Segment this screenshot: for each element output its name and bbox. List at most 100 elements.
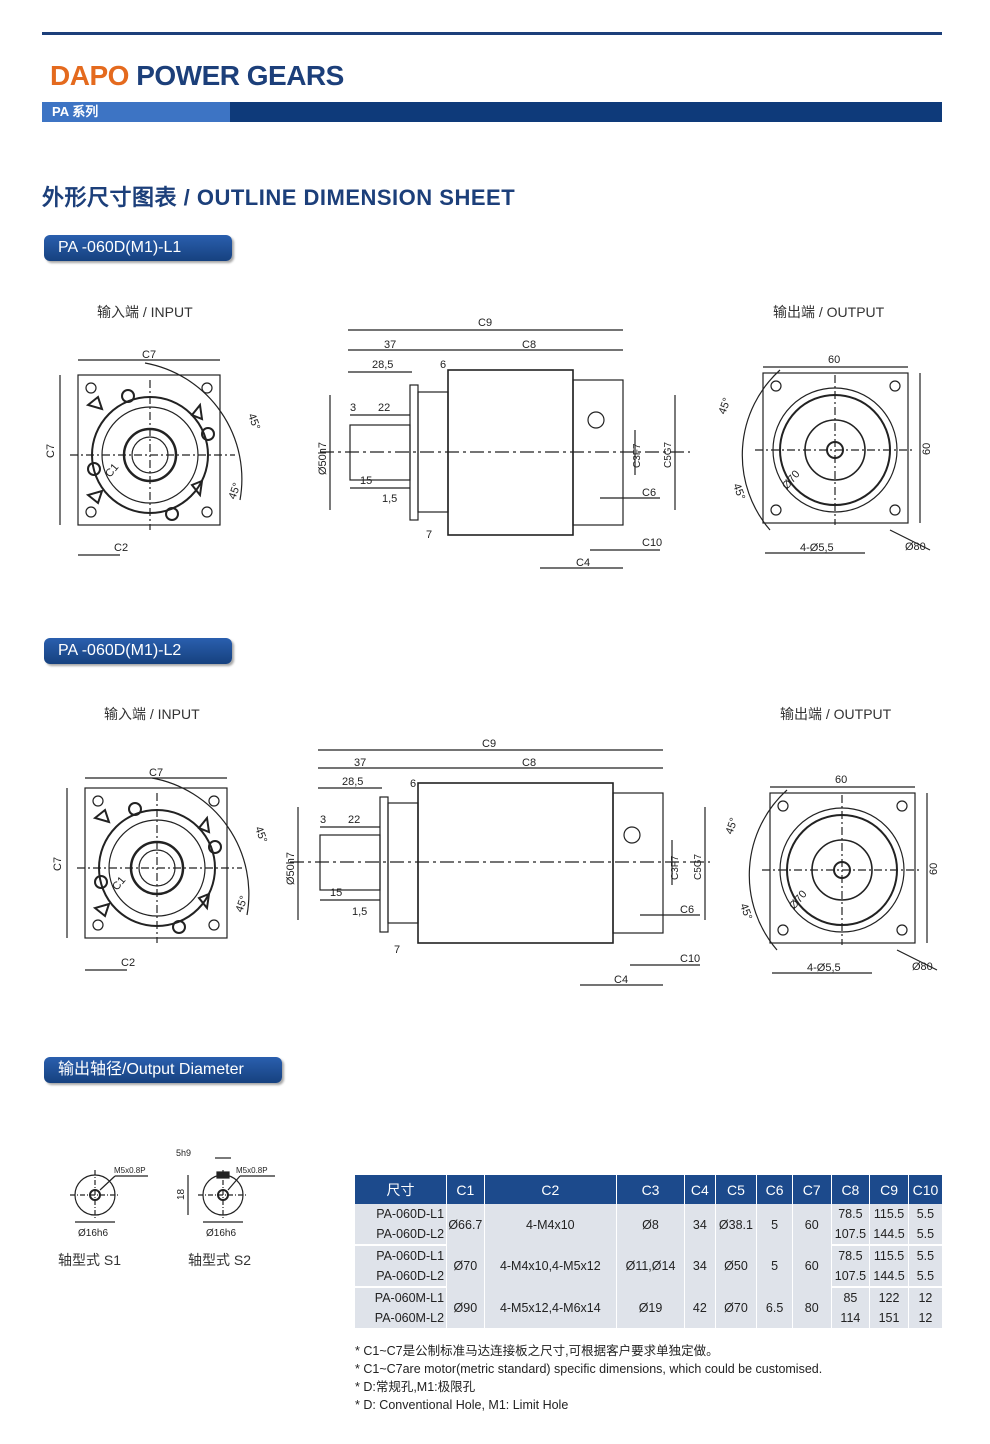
cell-c10: 5.5 xyxy=(908,1204,942,1224)
model-1-output-label: 输出端 / OUTPUT xyxy=(773,304,885,320)
m2-side-c9: C9 xyxy=(482,738,496,750)
s2-m5: M5x0.8P xyxy=(236,1166,268,1175)
table-header-row: 尺寸 C1 C2 C3 C4 C5 C6 C7 C8 C9 C10 xyxy=(355,1175,942,1204)
m1-in-c2: C2 xyxy=(114,542,128,554)
cell-c7: 80 xyxy=(792,1287,832,1328)
cell-c1: Ø90 xyxy=(446,1287,485,1328)
th-c8: C8 xyxy=(831,1175,871,1204)
cell-c9: 115.5 xyxy=(869,1204,909,1224)
m2-side-c6: C6 xyxy=(680,904,694,916)
cell-c8: 85 xyxy=(831,1287,871,1308)
m2-side-22: 22 xyxy=(348,814,360,826)
th-c5: C5 xyxy=(715,1175,758,1204)
m2-side-50h7: Ø50h7 xyxy=(285,852,297,885)
m1-out-holes: 4-Ø5,5 xyxy=(800,542,834,554)
cell-c6: 5 xyxy=(756,1204,793,1245)
m2-in-c1: C1 xyxy=(110,874,128,892)
th-c9: C9 xyxy=(869,1175,909,1204)
cell-c3: Ø11,Ø14 xyxy=(616,1245,686,1287)
m2-side-37: 37 xyxy=(354,757,366,769)
brand-logo: DAPO POWER GEARS xyxy=(50,60,344,92)
m1-side-c3: C3F7 xyxy=(632,443,643,468)
cell-c2: 4-M5x12,4-M6x14 xyxy=(484,1287,617,1328)
cell-model: PA-060M-L2 xyxy=(355,1308,448,1328)
output-diameter-tag: 输出轴径/Output Diameter xyxy=(44,1057,282,1083)
m1-in-c1: C1 xyxy=(103,461,121,479)
th-c3: C3 xyxy=(616,1175,686,1204)
m2-in-c2: C2 xyxy=(121,957,135,969)
m1-side-22: 22 xyxy=(378,402,390,414)
table-row: PA-060M-L2 114 151 12 xyxy=(355,1308,942,1328)
cell-model: PA-060D-L2 xyxy=(355,1224,448,1246)
model-2-tag: PA -060D(M1)-L2 xyxy=(44,638,232,664)
model-1-side-drawing: C9 37 C8 28,5 6 3 22 15 1,5 7 Ø50h7 C3F7… xyxy=(317,317,690,569)
m2-out-60-top: 60 xyxy=(835,774,847,786)
m1-out-60-side: 60 xyxy=(921,443,933,455)
cell-c8: 107.5 xyxy=(831,1224,871,1246)
th-c4: C4 xyxy=(684,1175,716,1204)
cell-c9: 122 xyxy=(869,1287,909,1308)
m1-out-deg-a: 45° xyxy=(717,396,734,416)
s1-d16: Ø16h6 xyxy=(78,1228,108,1239)
brand-part2: POWER GEARS xyxy=(136,60,344,91)
cell-c8: 107.5 xyxy=(831,1266,871,1288)
m2-out-60-side: 60 xyxy=(928,863,940,875)
model-2-input-drawing: C7 C7 C1 C2 45° 45° xyxy=(52,767,269,971)
m1-side-15: 15 xyxy=(360,475,372,487)
m2-in-deg-a: 45° xyxy=(252,825,269,845)
table-row: PA-060D-L2 107.5 144.5 5.5 xyxy=(355,1266,942,1288)
m2-side-c3: C3F7 xyxy=(670,855,681,880)
cell-model: PA-060D-L1 xyxy=(355,1245,448,1266)
th-c1: C1 xyxy=(446,1175,485,1204)
cell-c8: 78.5 xyxy=(831,1245,871,1266)
m1-side-50h7: Ø50h7 xyxy=(317,442,329,475)
m2-side-6: 6 xyxy=(410,778,416,790)
table-row: PA-060D-L1 Ø66.7 4-M4x10 Ø8 34 Ø38.1 5 6… xyxy=(355,1204,942,1245)
cell-model: PA-060D-L1 xyxy=(355,1204,448,1224)
cell-c5: Ø70 xyxy=(715,1287,758,1328)
cell-c9: 151 xyxy=(869,1308,909,1328)
cell-c3: Ø19 xyxy=(616,1287,686,1328)
cell-model: PA-060D-L2 xyxy=(355,1266,448,1288)
model-1-input-drawing: C7 C7 C1 C2 45° 45° xyxy=(45,349,262,556)
m2-out-holes: 4-Ø5,5 xyxy=(807,962,841,974)
cell-c5: Ø50 xyxy=(715,1245,758,1287)
m1-out-deg-b: 45° xyxy=(730,482,747,502)
m2-side-28: 28,5 xyxy=(342,776,363,788)
m2-side-c10: C10 xyxy=(680,953,700,965)
model-2-output-label: 输出端 / OUTPUT xyxy=(780,706,892,722)
m2-in-c7-side: C7 xyxy=(52,857,64,871)
m1-out-60-top: 60 xyxy=(828,354,840,366)
cell-c4: 42 xyxy=(684,1287,716,1328)
cell-c1: Ø70 xyxy=(446,1245,485,1287)
cell-c2: 4-M4x10 xyxy=(484,1204,617,1245)
m1-in-deg-b: 45° xyxy=(227,481,244,501)
cell-c6: 6.5 xyxy=(756,1287,793,1328)
spec-table: 尺寸 C1 C2 C3 C4 C5 C6 C7 C8 C9 C10 PA-060… xyxy=(355,1175,942,1328)
top-rule xyxy=(42,32,942,35)
cell-c5: Ø38.1 xyxy=(715,1204,758,1245)
th-size: 尺寸 xyxy=(355,1175,448,1204)
m1-in-c7-side: C7 xyxy=(45,444,57,458)
series-bar xyxy=(42,102,942,122)
model-2-output-drawing: 60 60 45° 45° Ø70 4-Ø5,5 Ø80 xyxy=(724,774,940,974)
th-c7: C7 xyxy=(792,1175,832,1204)
m2-side-7: 7 xyxy=(394,944,400,956)
model-1-output-drawing: 60 60 45° 45° Ø70 4-Ø5,5 Ø80 xyxy=(717,354,933,554)
m2-side-c8: C8 xyxy=(522,757,536,769)
m1-side-28: 28,5 xyxy=(372,359,393,371)
m2-side-15: 15 xyxy=(330,887,342,899)
note-1: * C1~C7是公制标准马达连接板之尺寸,可根据客户要求单独定做。 xyxy=(355,1344,719,1358)
footnotes: * C1~C7是公制标准马达连接板之尺寸,可根据客户要求单独定做。 * C1~C… xyxy=(355,1342,822,1414)
series-label: PA 系列 xyxy=(42,102,230,122)
model-2-input-label: 输入端 / INPUT xyxy=(104,706,200,722)
m2-out-deg-a: 45° xyxy=(724,816,741,836)
cell-c6: 5 xyxy=(756,1245,793,1287)
cell-c8: 114 xyxy=(831,1308,871,1328)
th-c2: C2 xyxy=(484,1175,617,1204)
cell-c8: 78.5 xyxy=(831,1204,871,1224)
cell-c3: Ø8 xyxy=(616,1204,686,1245)
cell-c7: 60 xyxy=(792,1204,832,1245)
s1-m5: M5x0.8P xyxy=(114,1166,146,1175)
m1-side-7: 7 xyxy=(426,529,432,541)
